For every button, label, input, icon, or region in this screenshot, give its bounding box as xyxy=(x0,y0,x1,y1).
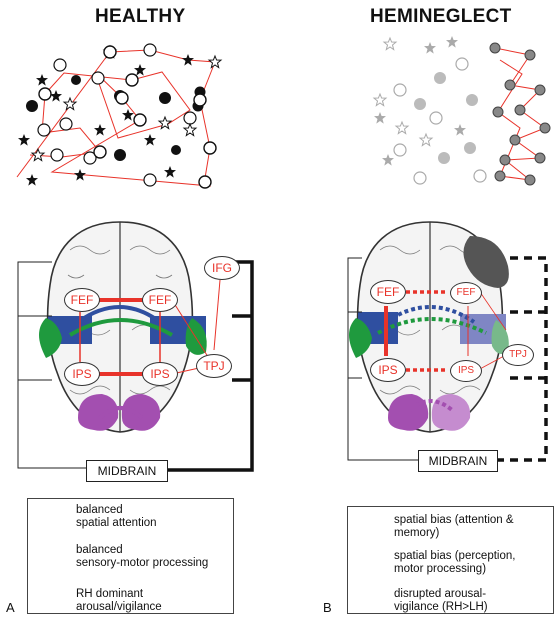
panel-tag-a: A xyxy=(6,600,15,615)
hn-left-ips-node: IPS xyxy=(370,358,406,382)
hemineglect-search-field xyxy=(373,36,551,186)
left-fef-node: FEF xyxy=(64,288,100,312)
right-fef-node: FEF xyxy=(142,288,178,312)
hemineglect-brain xyxy=(347,221,548,462)
legend-right-item-3: disrupted arousal-vigilance (RH>LH) xyxy=(394,588,488,613)
legend-right-item-1: spatial bias (attention &memory) xyxy=(394,514,514,539)
left-tpj-node: TPJ xyxy=(196,354,232,378)
right-midbrain-box: MIDBRAIN xyxy=(418,450,498,472)
panel-tag-b: B xyxy=(323,600,332,615)
left-midbrain-box: MIDBRAIN xyxy=(86,460,168,482)
hn-right-ips-node: IPS xyxy=(450,360,482,382)
legend-right-item-2: spatial bias (perception,motor processin… xyxy=(394,550,516,575)
healthy-title: HEALTHY xyxy=(95,6,186,27)
legend-left xyxy=(27,498,234,614)
hn-left-fef-node: FEF xyxy=(370,280,406,304)
legend-right xyxy=(347,506,554,614)
hemineglect-title: HEMINEGLECT xyxy=(370,6,512,27)
right-ips-node: IPS xyxy=(142,362,178,386)
healthy-search-field xyxy=(16,43,222,189)
hn-tpj-node: TPJ xyxy=(502,344,534,366)
hn-right-fef-node: FEF xyxy=(450,282,482,304)
left-ips-node: IPS xyxy=(64,362,100,386)
ifg-node: IFG xyxy=(204,256,240,280)
